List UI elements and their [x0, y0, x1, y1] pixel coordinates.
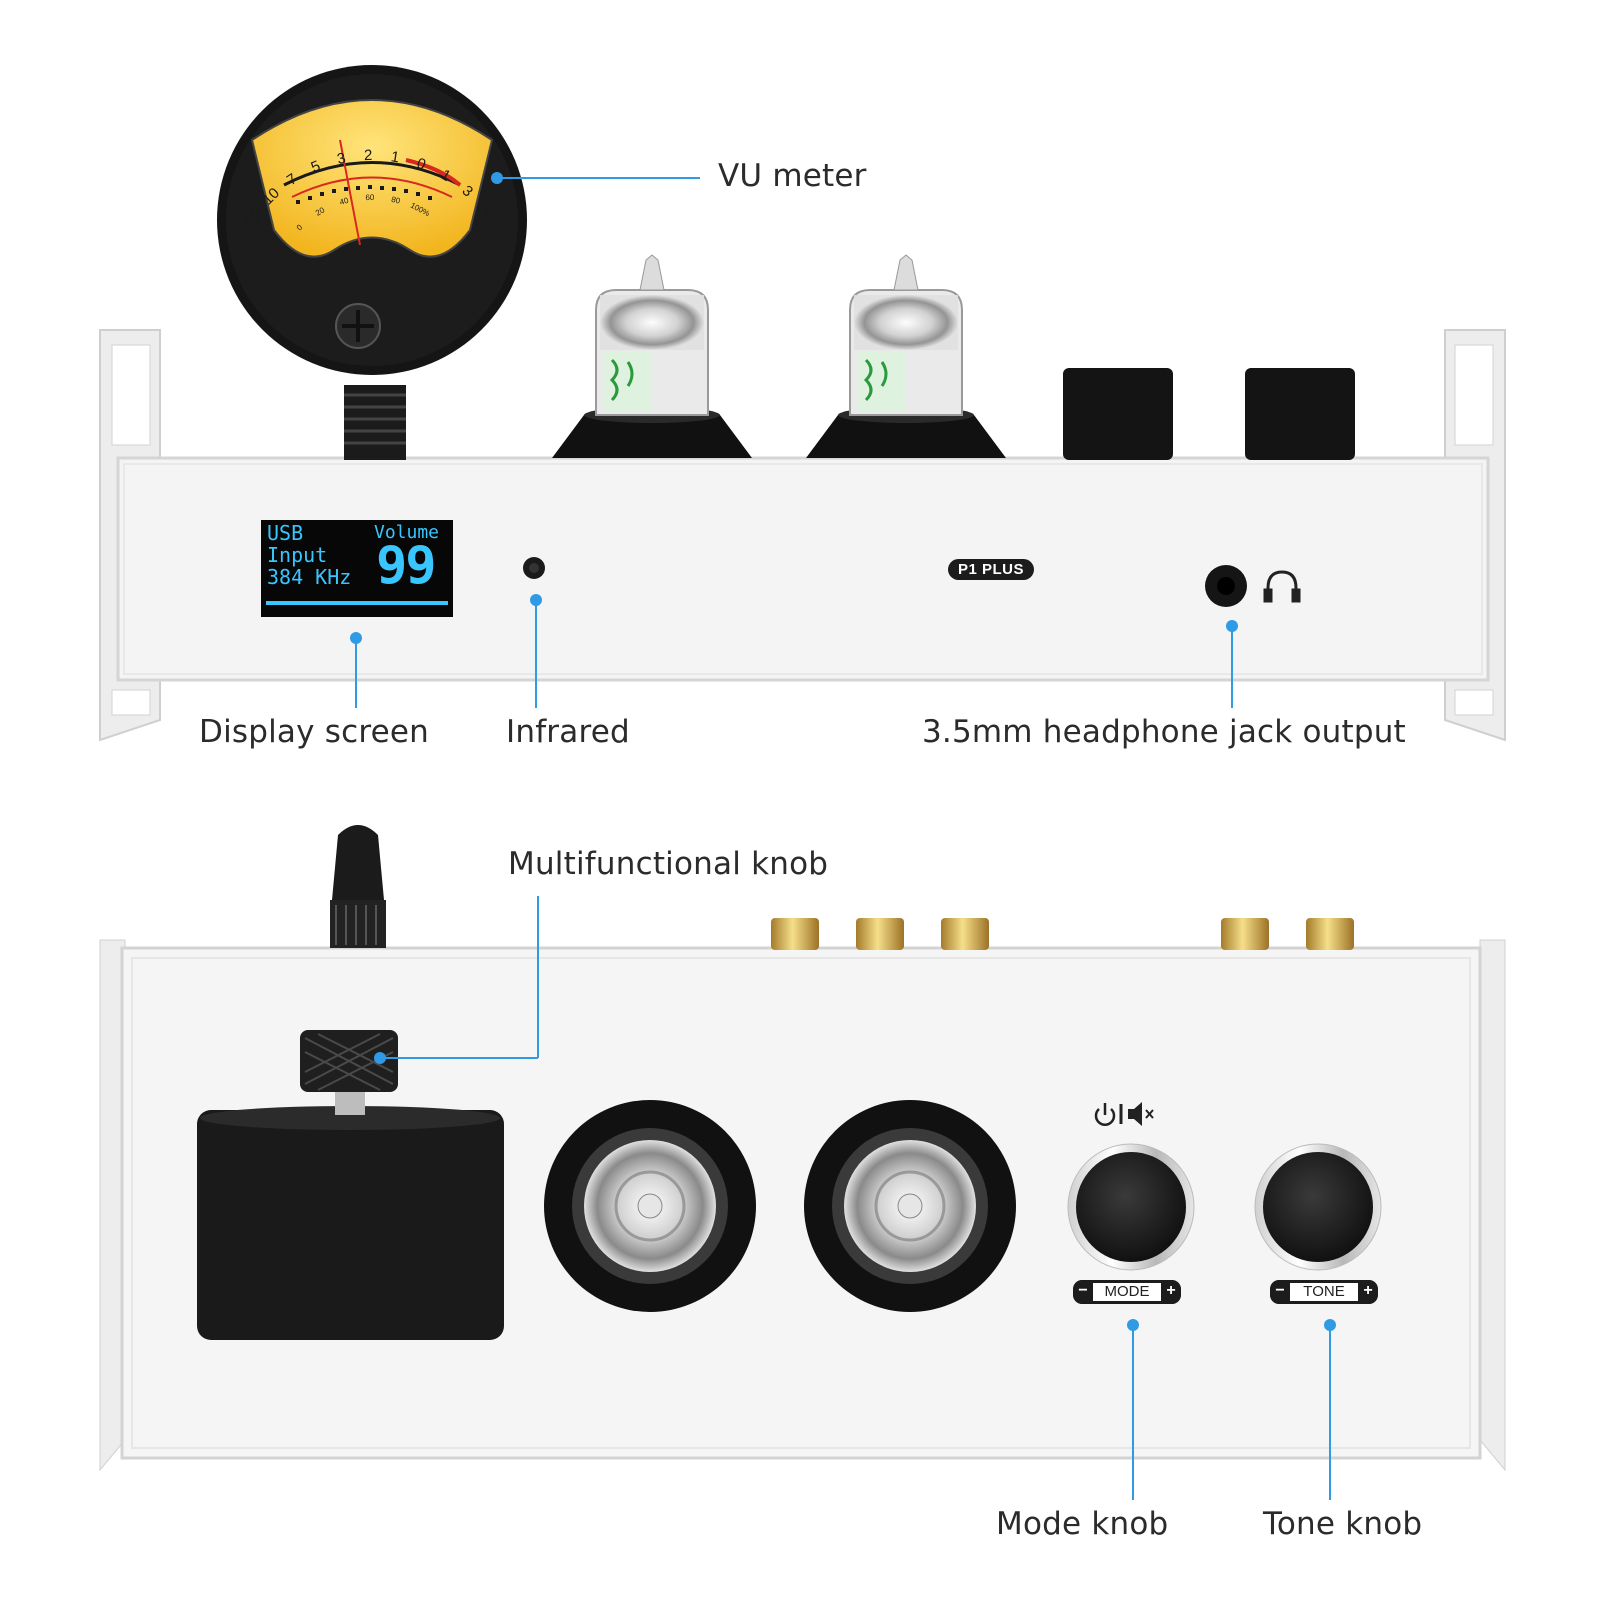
- plus-icon: +: [1161, 1280, 1181, 1304]
- callout-infrared: Infrared: [506, 714, 630, 750]
- tone-label-text: TONE: [1303, 1283, 1345, 1300]
- display-volume-label: Volume: [374, 522, 440, 543]
- mute-icon: [1128, 1102, 1154, 1126]
- vacuum-tube-icon: [552, 254, 752, 458]
- display-line-input: Input: [267, 543, 328, 567]
- callout-mode-knob: Mode knob: [996, 1506, 1169, 1542]
- model-badge: P1 PLUS: [948, 559, 1035, 580]
- vu-meter-icon: [217, 65, 527, 460]
- knurled-knob-icon: [197, 1030, 504, 1340]
- vu-percent-label: 40: [339, 196, 351, 207]
- minus-icon: −: [1270, 1280, 1290, 1304]
- rca-connectors: [771, 918, 1354, 950]
- display-line-rate: 384 KHz: [267, 565, 352, 589]
- power-icon: [1094, 1103, 1116, 1126]
- mode-label-text: MODE: [1104, 1283, 1150, 1300]
- minus-icon: −: [1073, 1280, 1093, 1304]
- vu-percent-label: 0: [295, 222, 305, 232]
- tube-socket-left: [544, 1100, 756, 1312]
- vu-db-label: 3: [336, 150, 348, 168]
- callout-tone-knob: Tone knob: [1263, 1506, 1423, 1542]
- vu-percent-label: 60: [365, 193, 375, 202]
- plus-icon: +: [1358, 1280, 1378, 1304]
- antenna: [330, 825, 386, 948]
- vacuum-tube-icon: [806, 254, 1006, 458]
- tube-socket-right: [804, 1100, 1016, 1312]
- tone-knob-cap: [1245, 368, 1355, 460]
- display-screen: [261, 520, 453, 617]
- callout-display-screen: Display screen: [199, 714, 429, 750]
- display-line-source: USB: [267, 521, 304, 545]
- mode-label: − MODE +: [1073, 1280, 1181, 1304]
- callout-headphone-jack: 3.5mm headphone jack output: [922, 714, 1406, 750]
- display-volume-value: 99: [376, 536, 437, 596]
- callout-lines: [350, 172, 1336, 1500]
- vu-db-label: 2: [364, 147, 373, 164]
- headphone-icon: [1263, 570, 1301, 603]
- callout-vu-meter: VU meter: [718, 158, 867, 194]
- tone-label: − TONE +: [1270, 1280, 1378, 1304]
- vu-db-label: 1: [390, 148, 401, 166]
- vu-percent-label: 80: [390, 195, 401, 206]
- mode-knob-cap: [1063, 368, 1173, 460]
- vu-db-label: 20: [242, 205, 265, 228]
- callout-multifunctional-knob: Multifunctional knob: [508, 846, 829, 882]
